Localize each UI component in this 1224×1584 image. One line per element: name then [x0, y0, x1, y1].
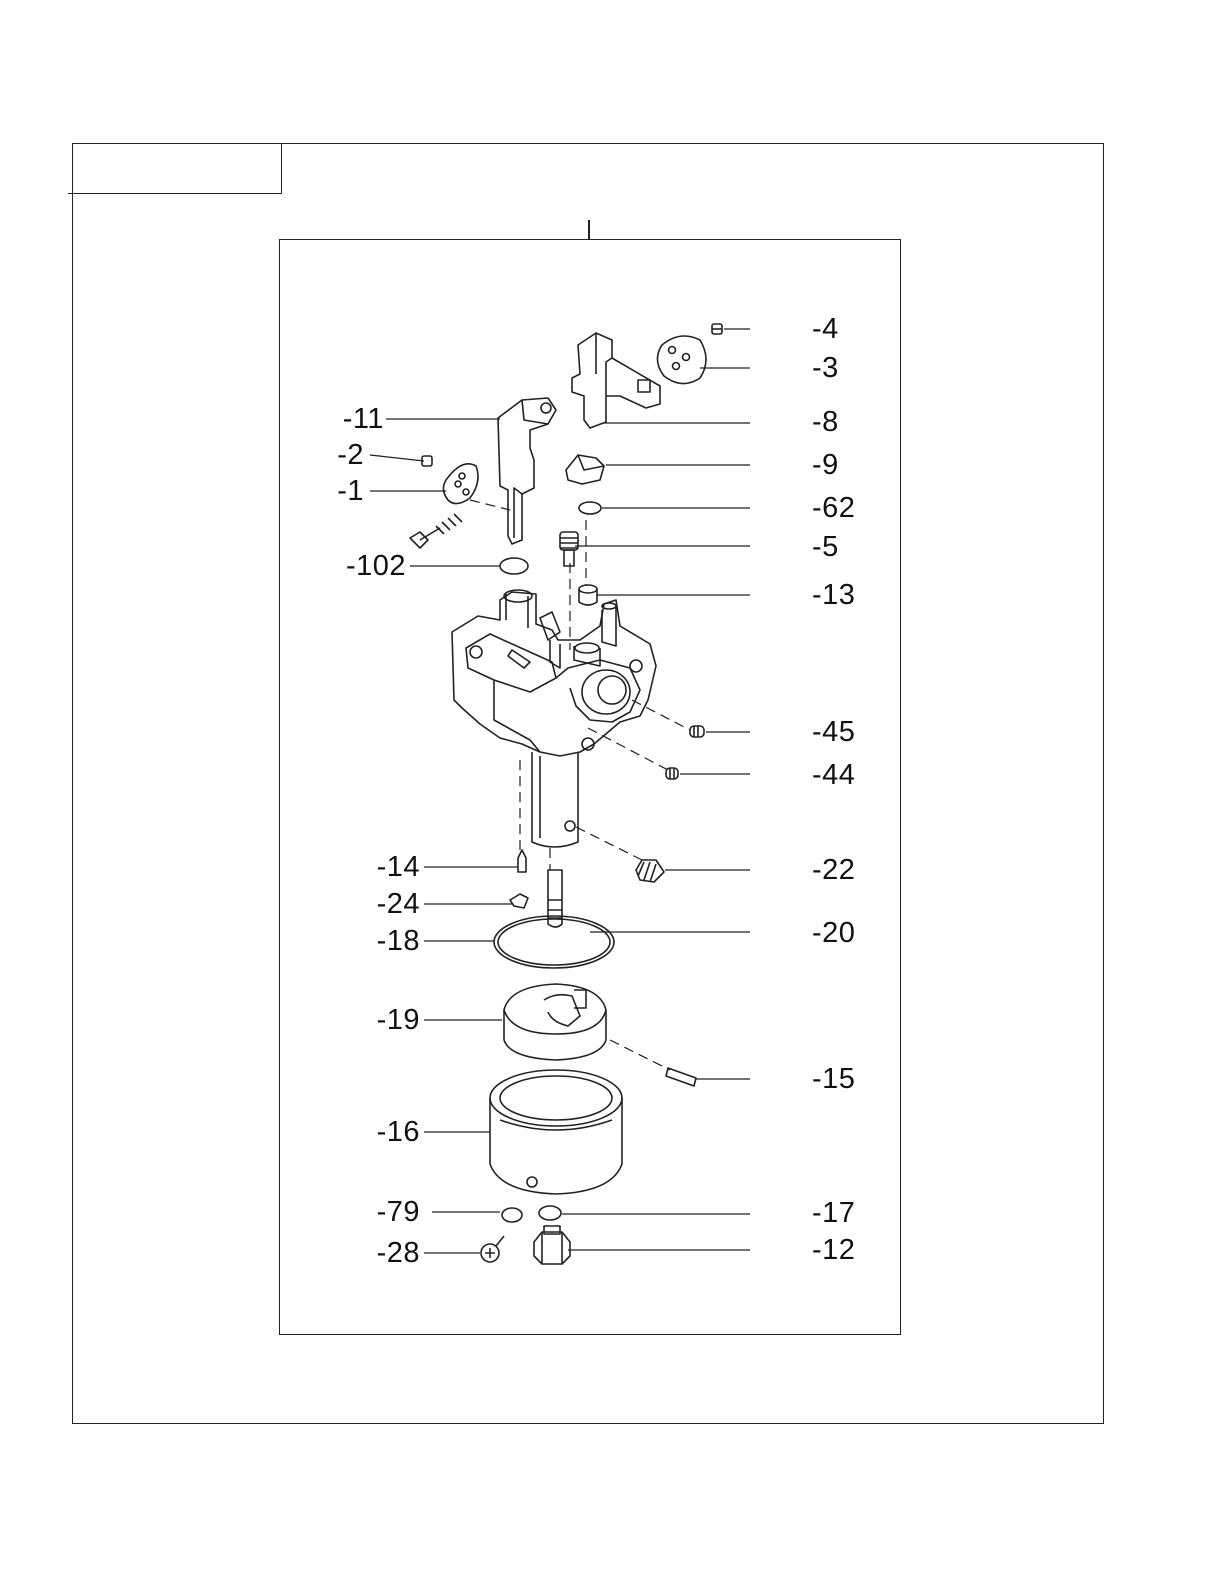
part-label: -3 [812, 352, 839, 384]
jet-part-44 [665, 767, 679, 780]
diagram-frame [279, 239, 901, 1335]
plate-part-1 [442, 463, 479, 505]
part-label: -79 [376, 1196, 420, 1228]
pin-part-15 [665, 1067, 697, 1087]
screw-part-2 [421, 455, 433, 467]
part-label: -15 [812, 1063, 856, 1095]
part-label: -8 [812, 406, 839, 438]
part-label: -17 [812, 1197, 856, 1229]
screw-part-5 [559, 531, 579, 567]
carburetor-body [451, 589, 657, 757]
needle-part-14 [517, 849, 527, 873]
part-label: -9 [812, 449, 839, 481]
leader-lines [369, 328, 750, 1254]
part-label: -44 [812, 759, 856, 791]
part-label: -16 [376, 1116, 420, 1148]
part-label: -22 [812, 854, 856, 886]
title-tick [588, 220, 590, 240]
part-label: -24 [376, 888, 420, 920]
lever-part-11 [497, 397, 557, 545]
title-box [68, 143, 282, 194]
assembly-axes [469, 499, 691, 1071]
clip-part-24 [509, 893, 529, 909]
lever-part-8 [571, 332, 661, 429]
part-label: -45 [812, 716, 856, 748]
part-label: -19 [376, 1004, 420, 1036]
part-label: -102 [345, 550, 406, 582]
plate-part-3 [656, 335, 707, 385]
float-bowl-part-16 [489, 1069, 623, 1195]
bolt-part-12 [533, 1225, 571, 1265]
knob-part-9 [565, 454, 605, 485]
gasket-part-18 [493, 915, 615, 969]
idle-screw [409, 513, 463, 549]
part-label: -12 [812, 1234, 856, 1266]
washer-part-79 [501, 1207, 523, 1223]
part-label: -4 [812, 313, 839, 345]
seal-part-13 [578, 584, 598, 606]
part-label: -11 [342, 403, 384, 435]
part-label: -13 [812, 579, 856, 611]
part-label: -1 [337, 475, 364, 507]
float-part-19 [503, 983, 607, 1061]
part-label: -20 [812, 917, 856, 949]
part-label: -2 [337, 439, 364, 471]
part-label: -28 [376, 1237, 420, 1269]
part-label: -62 [812, 492, 856, 524]
oring-part-62 [578, 501, 602, 515]
oring-part-102 [499, 557, 529, 575]
part-label: -18 [376, 925, 420, 957]
page-border [72, 143, 1104, 1424]
gasket-part-20 [497, 918, 611, 966]
jet-part-22 [635, 859, 665, 883]
fuel-tube [531, 752, 579, 848]
float-needle [547, 869, 563, 928]
screw-part-28 [480, 1235, 505, 1263]
jet-part-45 [689, 725, 705, 738]
screw-part-4 [711, 323, 723, 335]
washer-part-17 [538, 1205, 562, 1221]
part-label: -5 [812, 531, 839, 563]
part-label: -14 [376, 851, 420, 883]
